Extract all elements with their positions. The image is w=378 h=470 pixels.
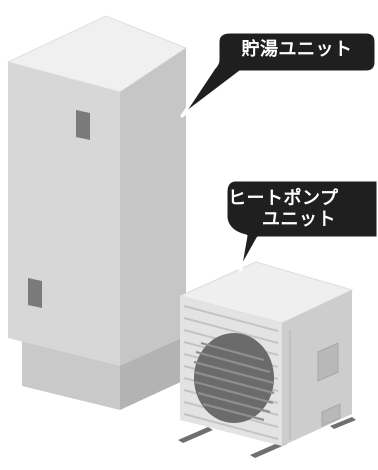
heat-pump-label-line2: ユニット [262,209,336,230]
tank-front [8,62,120,366]
callout-heat-pump [224,178,378,272]
tank-base-side [120,335,185,410]
tank-window-upper [76,110,90,140]
tank-window-lower [28,278,42,308]
callout-hp-bubble [224,178,378,272]
heat-pump-label-line1: ヒートポンプ [228,188,339,209]
hp-leg-1 [178,427,213,443]
hp-leg-2 [250,441,287,458]
fan-grille [194,333,274,423]
tank-side [120,48,186,366]
hp-leg-3 [330,417,356,429]
hp-side-panel [289,330,341,440]
tank-unit [6,15,188,410]
tank-unit-label: 貯湯ユニット [241,39,353,60]
callout-tank [180,30,378,118]
callout-tank-bubble [180,30,378,118]
heat-pump-unit [178,261,356,458]
fan-grille-bars [193,341,275,422]
